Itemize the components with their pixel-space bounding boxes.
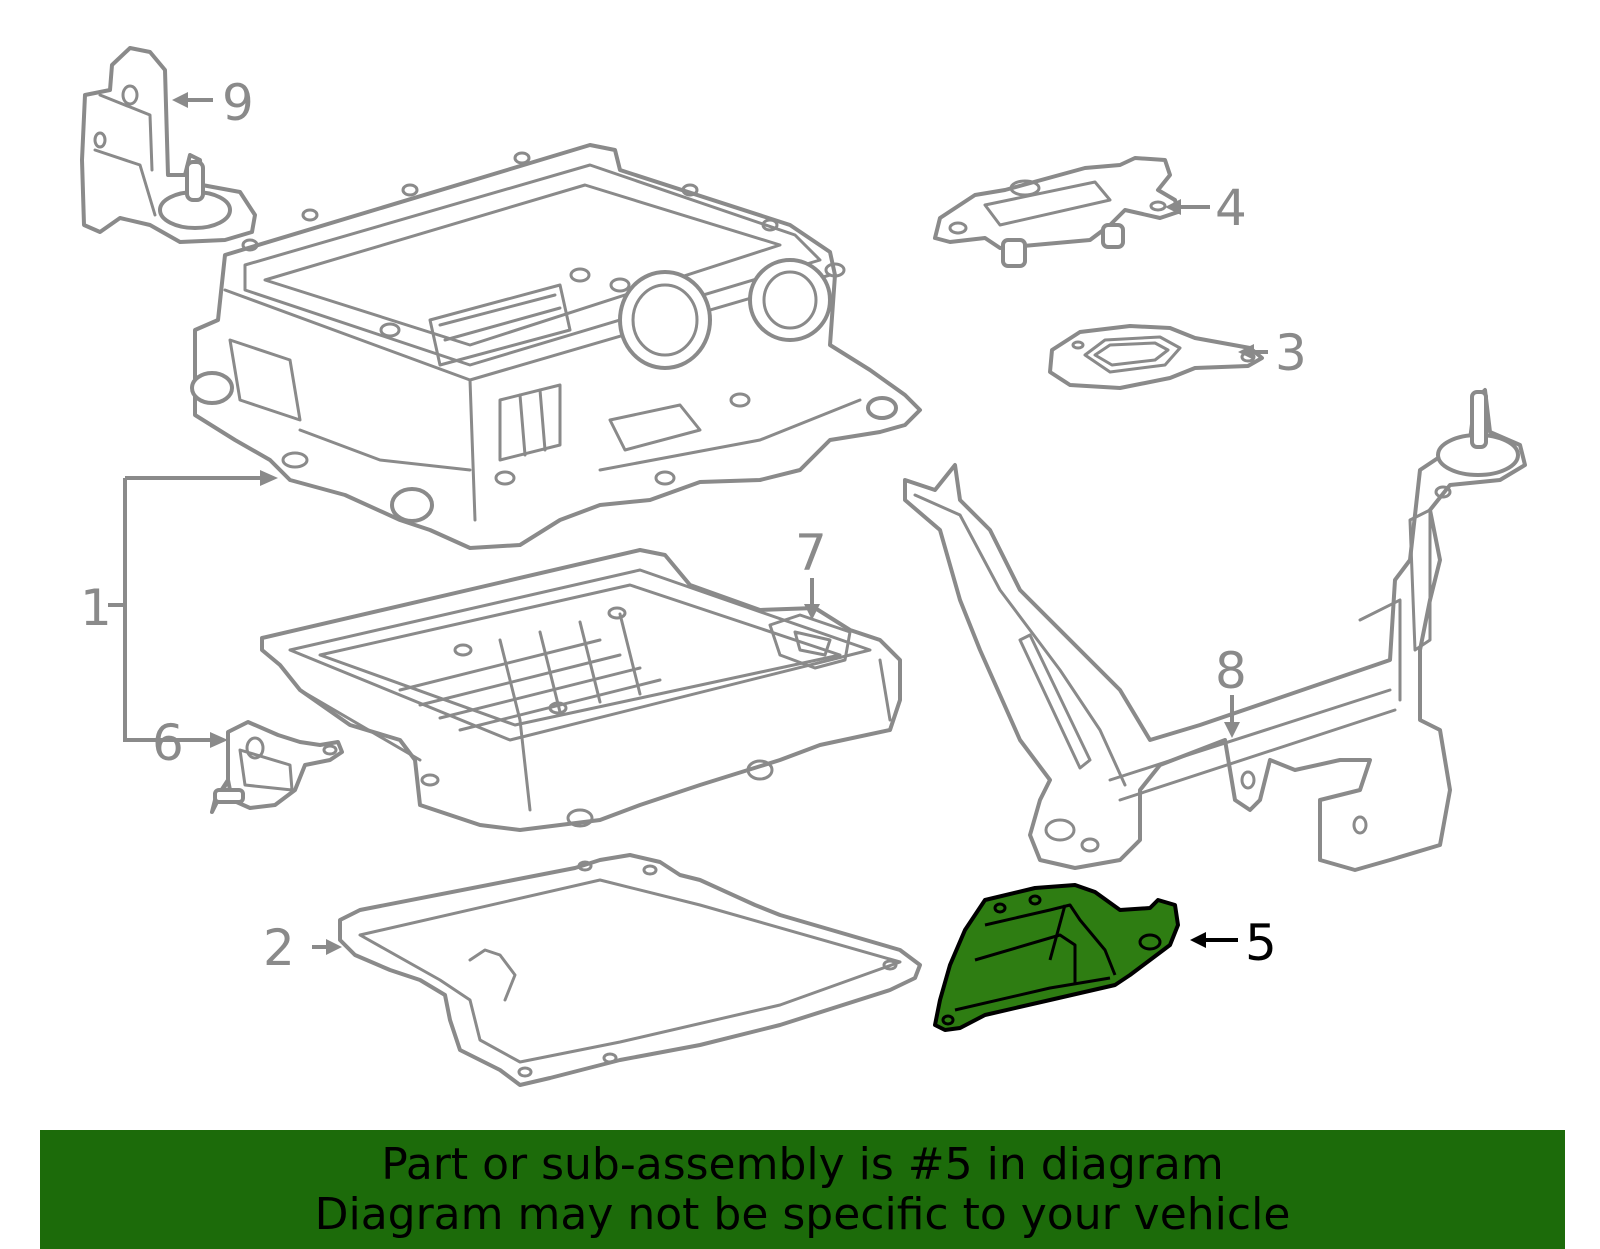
callout-3: 3 (1275, 324, 1307, 382)
part-8-frame[interactable] (903, 388, 1527, 872)
callout-4: 4 (1215, 179, 1247, 237)
part-4-sensor[interactable] (933, 156, 1180, 268)
callout-leaders (108, 92, 1268, 955)
part-2-gasket[interactable] (338, 853, 922, 1087)
part-9-bracket[interactable] (80, 46, 257, 244)
callout-6: 6 (152, 714, 184, 772)
callout-9: 9 (222, 74, 254, 132)
banner-line-2: Diagram may not be specific to your vehi… (314, 1189, 1291, 1240)
part-6-connector[interactable] (210, 720, 344, 814)
callout-7: 7 (795, 524, 827, 582)
part-7-lower-case[interactable] (260, 548, 902, 832)
part-5-shape (933, 883, 1180, 1032)
callout-2: 2 (263, 919, 295, 977)
part-3-seal[interactable] (1048, 324, 1264, 390)
info-banner: Part or sub-assembly is #5 in diagram Di… (40, 1130, 1565, 1249)
part-1-inverter-assembly[interactable] (190, 143, 922, 550)
callout-8: 8 (1215, 642, 1247, 700)
part-5-highlighted-bracket[interactable] (933, 883, 1180, 1032)
callout-1: 1 (80, 579, 112, 637)
parts-diagram: 1 2 3 4 5 6 7 8 9 (80, 46, 1527, 1087)
banner-line-1: Part or sub-assembly is #5 in diagram (381, 1139, 1224, 1190)
callout-5: 5 (1245, 914, 1277, 972)
